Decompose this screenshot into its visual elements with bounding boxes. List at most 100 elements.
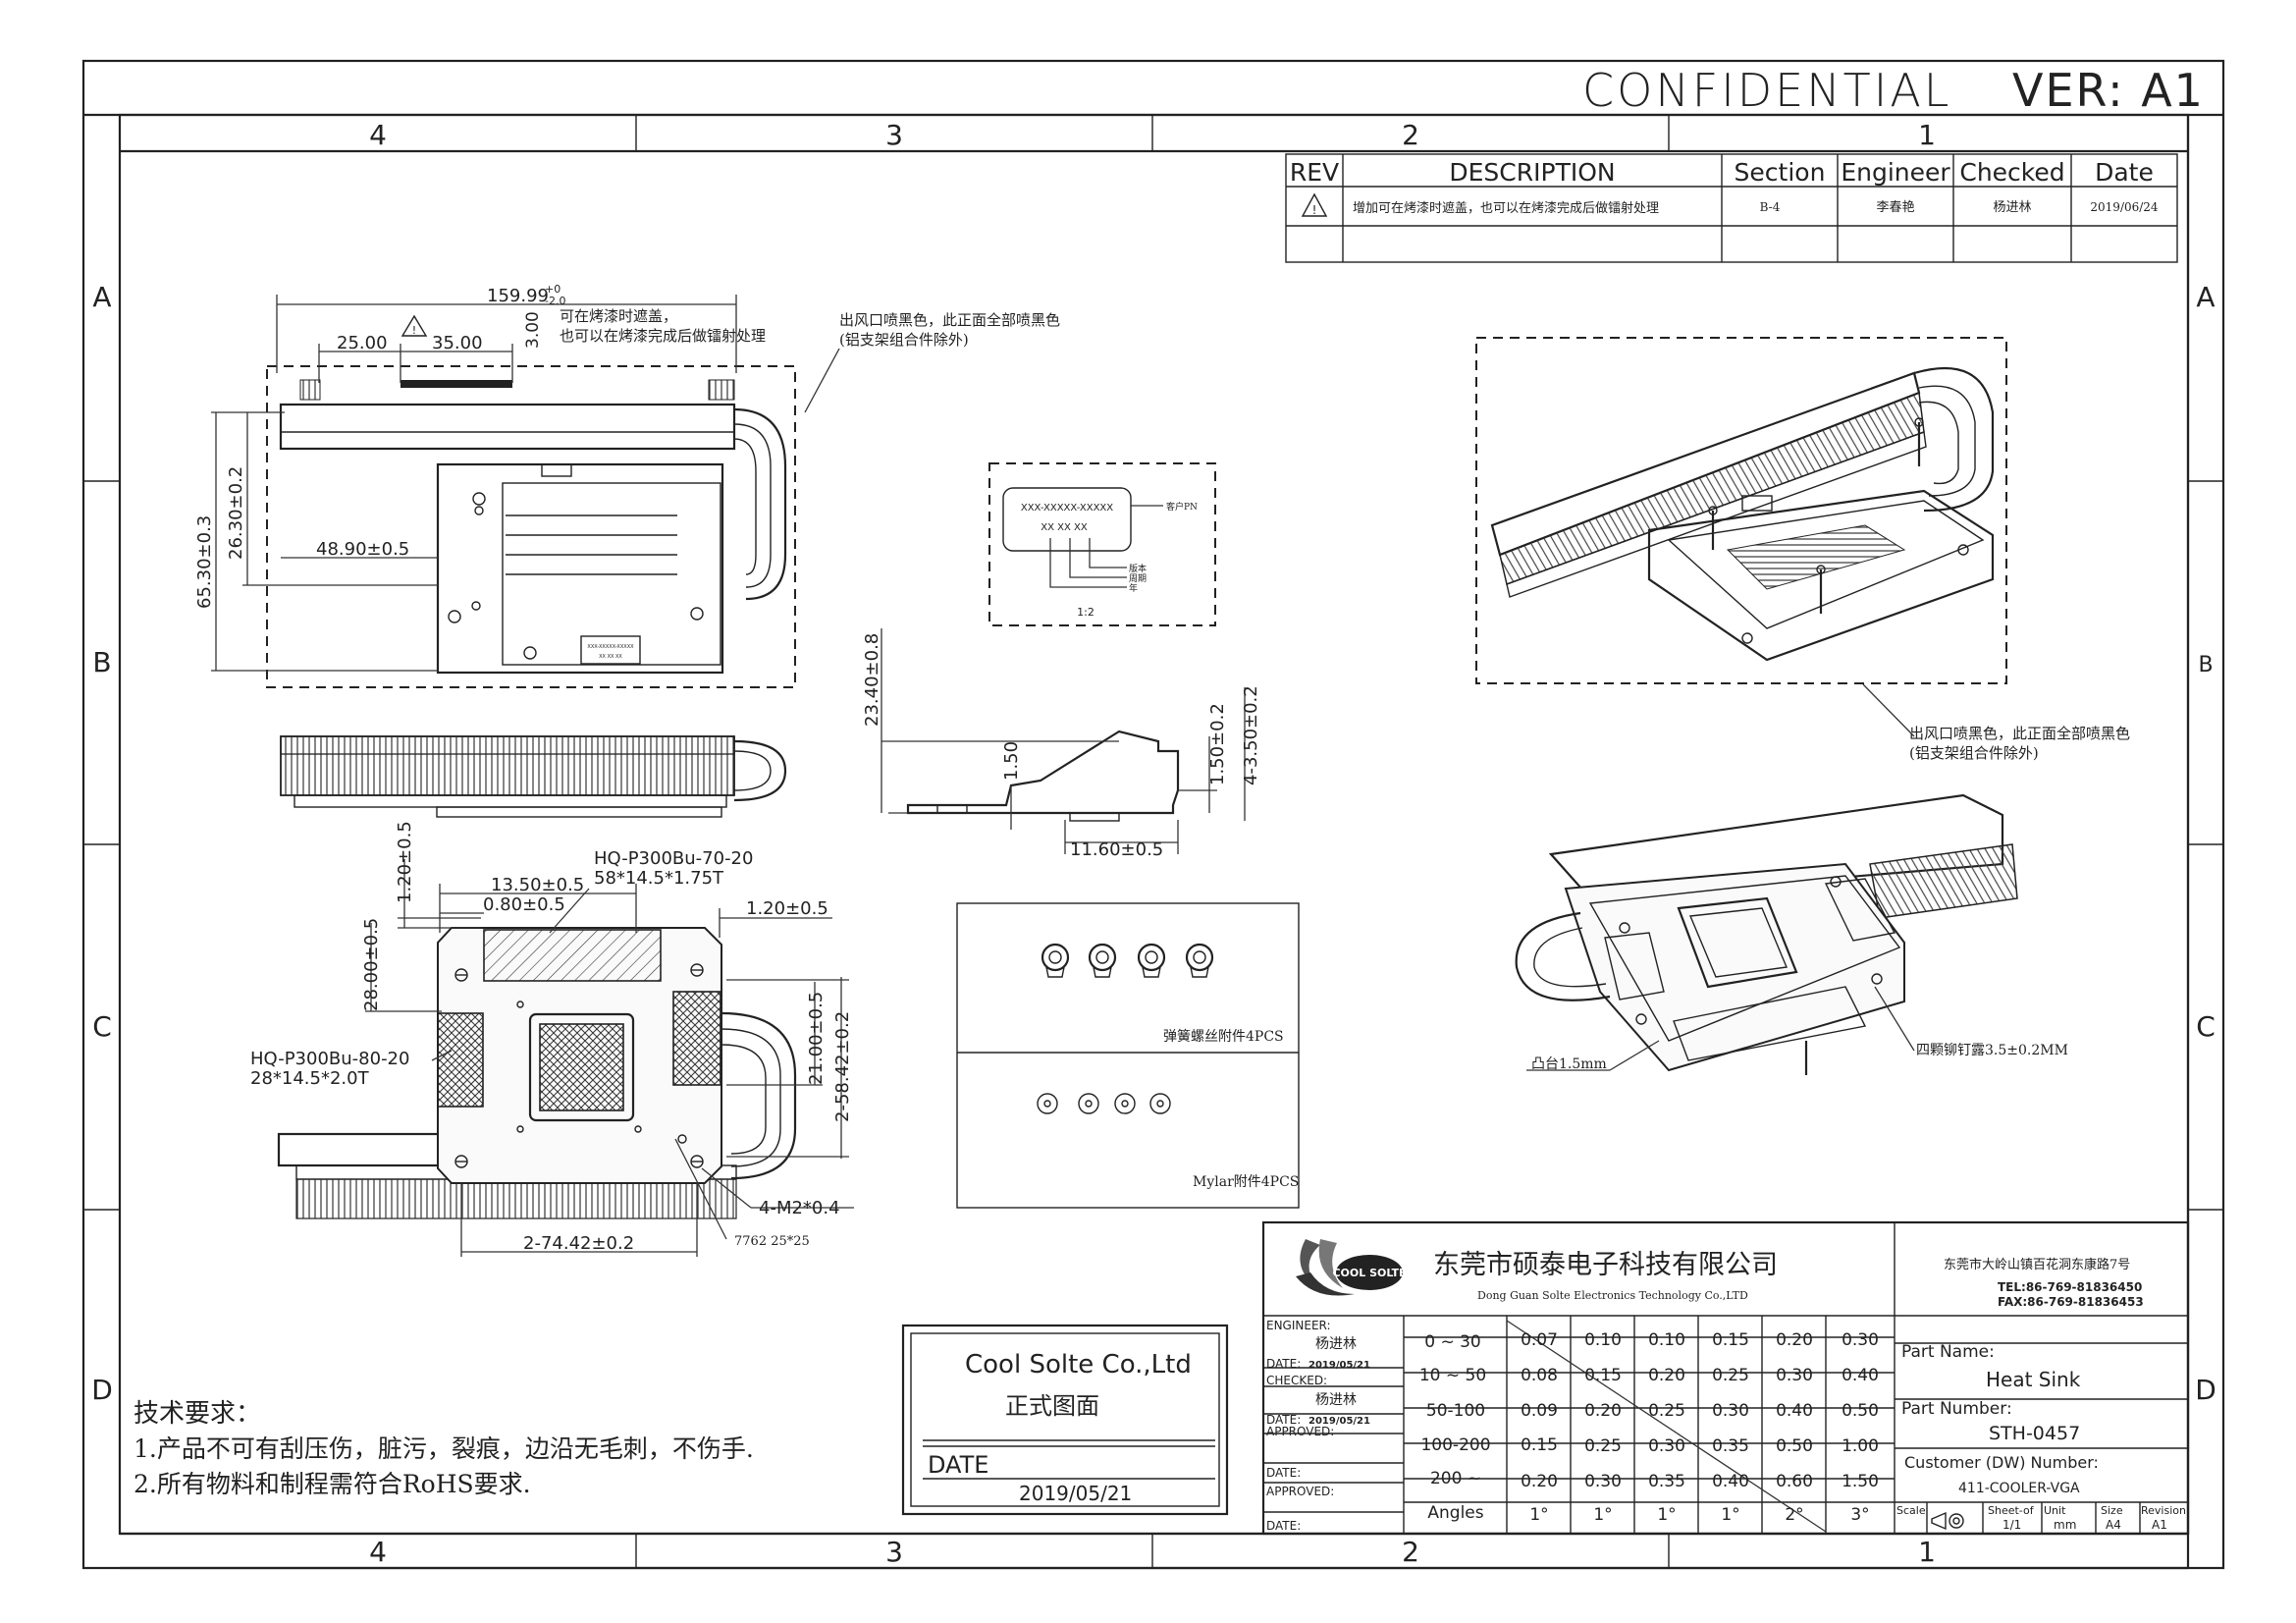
rev-checked: 杨进林 [1993,200,2031,215]
tol-cell: 0.20 [1648,1366,1685,1385]
engineer-header: Engineer [1841,158,1950,187]
row-label-right: D [2195,1374,2216,1406]
label-year: 年 [1129,582,1138,594]
approved-label-2: APPROVED: [1266,1485,1334,1498]
col-label-bottom: 2 [1402,1536,1419,1568]
title-block: COOL SOLTE 东莞市硕泰电子科技有限公司 Dong Guan Solte… [1261,1220,2190,1536]
top-view-label-code: XXX-XXXXX-XXXXX [587,644,634,650]
tol-cell: 1° [1593,1505,1612,1525]
top-view: XXX-XXXXX-XXXXX XX XX XX 159.99 +0 -2.0 … [194,283,1060,688]
mylar-washer-icon [1114,1093,1136,1114]
dim-2-5842: 2-58.42±0.2 [832,1011,853,1122]
tol-cell: 0.30 [1842,1330,1879,1350]
tol-cell: 0.25 [1584,1436,1622,1456]
iso-spray-note-1: 出风口喷黑色，此正面全部喷黑色 [1909,725,2130,742]
unit-label: Unit [2044,1504,2066,1517]
tol-cell: 0.35 [1648,1472,1685,1491]
dim-23: 23.40±0.8 [862,633,882,727]
tol-cell: 0.25 [1712,1366,1749,1385]
checked-label: CHECKED: [1266,1374,1327,1387]
spring-screw-icon [1041,943,1070,978]
engineer-label: ENGINEER: [1266,1319,1331,1332]
sheet-value: 1/1 [2002,1518,2021,1532]
dim-65: 65.30±0.3 [194,515,215,609]
requirement-1: 1.产品不可有刮压伤，脏污，裂痕，边沿无毛刺，不伤手. [133,1434,754,1463]
rev-description: 增加可在烤漆时遮盖，也可以在烤漆完成后做镭射处理 [1353,200,1659,216]
side-profile-view: 23.40±0.8 1.50 11.60±0.5 1.50±0.2 4-3.50… [862,628,1261,860]
tol-range: 50-100 [1426,1401,1485,1421]
projection-symbol-icon [1931,1511,1964,1531]
tol-range: 200 ~ [1430,1469,1481,1488]
customer-number-label: Customer (DW) Number: [1904,1453,2099,1472]
customer-pn: 客户PN [1166,501,1198,513]
overall-dim: 159.99 [487,286,549,306]
tol-cell: 1° [1657,1505,1676,1525]
dim-4-350: 4-3.50±0.2 [1241,685,1261,785]
fax: FAX:86-769-81836453 [1998,1295,2144,1309]
dim-1350: 13.50±0.5 [491,875,584,895]
size-label: Size [2101,1504,2123,1517]
pad1-spec-1: HQ-P300Bu-70-20 [594,848,753,869]
tol-cell: 0.30 [1648,1436,1685,1456]
rev-section: B-4 [1760,200,1781,214]
tol-cell: 0.07 [1521,1330,1558,1350]
dim-1160: 11.60±0.5 [1070,839,1163,860]
dim-25: 25.00 [337,333,388,353]
mylar-washer-icon [1037,1093,1058,1114]
row-label-right: C [2196,1010,2216,1043]
iso-view-bottom [1515,793,2018,1075]
company-name-cn: 东莞市硕泰电子科技有限公司 [1433,1250,1778,1280]
revision-table: REV DESCRIPTION Section Engineer Checked… [1285,153,2178,263]
overall-dim-tol-lower: -2.0 [545,295,565,307]
tel: TEL:86-769-81836450 [1998,1280,2142,1294]
col-label-top: 2 [1402,119,1419,151]
col-label-top: 4 [369,119,387,151]
tol-cell: 0.08 [1521,1366,1558,1385]
tol-cell: 1° [1721,1505,1739,1525]
dim-080: 0.80±0.5 [483,894,565,915]
spring-screw-icon [1088,943,1117,978]
rev-header: REV [1290,158,1339,187]
tol-cell: 1° [1529,1505,1548,1525]
row-label-left: C [92,1010,112,1043]
tol-cell: 0.40 [1842,1366,1879,1385]
tol-cell: 0.30 [1712,1401,1749,1421]
spray-note-2: (铝支架组合件除外) [839,331,969,349]
official-stamp: Cool Solte Co.,Ltd 正式图面 DATE 2019/05/21 [901,1324,1229,1516]
scale-label: Scale [1896,1504,1926,1517]
dim-35: 35.00 [432,333,483,353]
date-label-2: DATE: [1266,1413,1301,1427]
spring-screw-icon [1137,943,1166,978]
spray-note-1: 出风口喷黑色，此正面全部喷黑色 [839,311,1060,329]
confidential-label: CONFIDENTIAL [1582,64,1951,117]
part-number: STH-0457 [1989,1423,2080,1444]
col-label-top: 1 [1918,119,1936,151]
requirements-title: 技术要求： [133,1399,261,1429]
tol-cell: 0.60 [1776,1472,1813,1491]
label-scale: 1:2 [1077,606,1095,619]
col-label-top: 3 [885,119,903,151]
tol-cell: 0.50 [1842,1401,1879,1421]
company-name-en: Dong Guan Solte Electronics Technology C… [1477,1289,1748,1302]
spring-screw-icon [1185,943,1214,978]
part-name: Heat Sink [1986,1368,2081,1391]
customer-number: 411-COOLER-VGA [1958,1481,2080,1496]
col-label-bottom: 3 [885,1536,903,1568]
iso-spray-note-2: (铝支架组合件除外) [1909,744,2039,762]
label-code: XXX-XXXXX-XXXXX [1021,503,1113,514]
tol-cell: 0.25 [1648,1401,1685,1421]
tolerance-table: 0 ~ 30 0.07 0.10 0.10 0.15 0.20 0.30 10 … [1404,1316,1895,1534]
spring-screws-note: 弹簧螺丝附件4PCS [1163,1029,1284,1045]
stamp-date-label: DATE [928,1451,988,1479]
mylar-washer-icon [1078,1093,1099,1114]
dim-150-tol: 1.50±0.2 [1207,703,1228,785]
tol-cell: 1.00 [1842,1436,1879,1456]
top-view-label-xx: XX XX XX [599,654,622,660]
tol-cell: 0.20 [1776,1330,1813,1350]
dim-26: 26.30±0.2 [226,466,246,560]
tol-range: 100-200 [1420,1435,1490,1455]
stamp-official: 正式图面 [1005,1392,1099,1420]
stamp-date: 2019/05/21 [1019,1482,1132,1505]
revision-value: A1 [2152,1518,2167,1532]
